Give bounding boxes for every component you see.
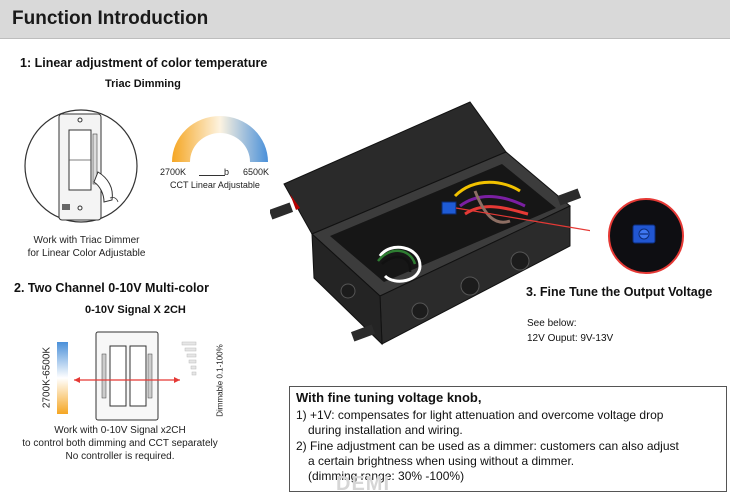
two-channel-wallplate-illustration (57, 331, 197, 421)
note-line-3: 2) Fine adjustment can be used as a dimm… (296, 439, 679, 453)
trimmer-zoom-inset (608, 198, 684, 274)
note-line-5: (dimming range: 30% -100%) (308, 469, 465, 483)
cct-high-label: 6500K (243, 167, 270, 177)
dimmable-range-vertical-label: Dimmable 0.1-100% (215, 344, 225, 417)
section1-caption-line2: for Linear Color Adjustable (27, 248, 146, 259)
cct-range-vertical-label: 2700K-6500K (41, 346, 53, 409)
section1-subtitle: Triac Dimming (105, 78, 181, 90)
cct-mid-label: b (224, 167, 230, 177)
triac-dimmer-illustration (24, 109, 138, 223)
section1-caption-line1: Work with Triac Dimmer (33, 235, 140, 246)
section3-title: 3. Fine Tune the Output Voltage (526, 285, 713, 299)
section2-caption-line2: to control both dimming and CCT separate… (22, 438, 218, 449)
section2-title: 2. Two Channel 0-10V Multi-color (14, 281, 209, 295)
note-title: With fine tuning voltage knob, (296, 390, 482, 405)
cct-arc-graphic (172, 116, 268, 162)
cct-low-label: 2700K (160, 167, 187, 177)
page-title: Function Introduction (12, 8, 209, 29)
watermark: DEMI (336, 473, 390, 495)
voltage-knob-note-box: With fine tuning voltage knob, 1) +1V: c… (289, 386, 727, 492)
section3-output-voltage: 12V Ouput: 9V-13V (527, 333, 614, 344)
cct-caption: CCT Linear Adjustable (170, 180, 260, 190)
led-driver-junction-box-image (270, 101, 590, 346)
note-line-2: during installation and wiring. (308, 423, 463, 437)
section2-caption-line1: Work with 0-10V Signal x2CH (54, 425, 186, 436)
cct-scale-line (199, 175, 225, 176)
section3-see-below: See below: (527, 318, 577, 329)
note-line-1: 1) +1V: compensates for light attenuatio… (296, 408, 664, 422)
note-line-4: a certain brightness when using without … (308, 454, 575, 468)
section2-subtitle: 0-10V Signal X 2CH (85, 304, 186, 316)
header-bar (0, 0, 730, 39)
section1-title: 1: Linear adjustment of color temperatur… (20, 56, 268, 70)
section2-caption-line3: No controller is required. (65, 451, 175, 462)
